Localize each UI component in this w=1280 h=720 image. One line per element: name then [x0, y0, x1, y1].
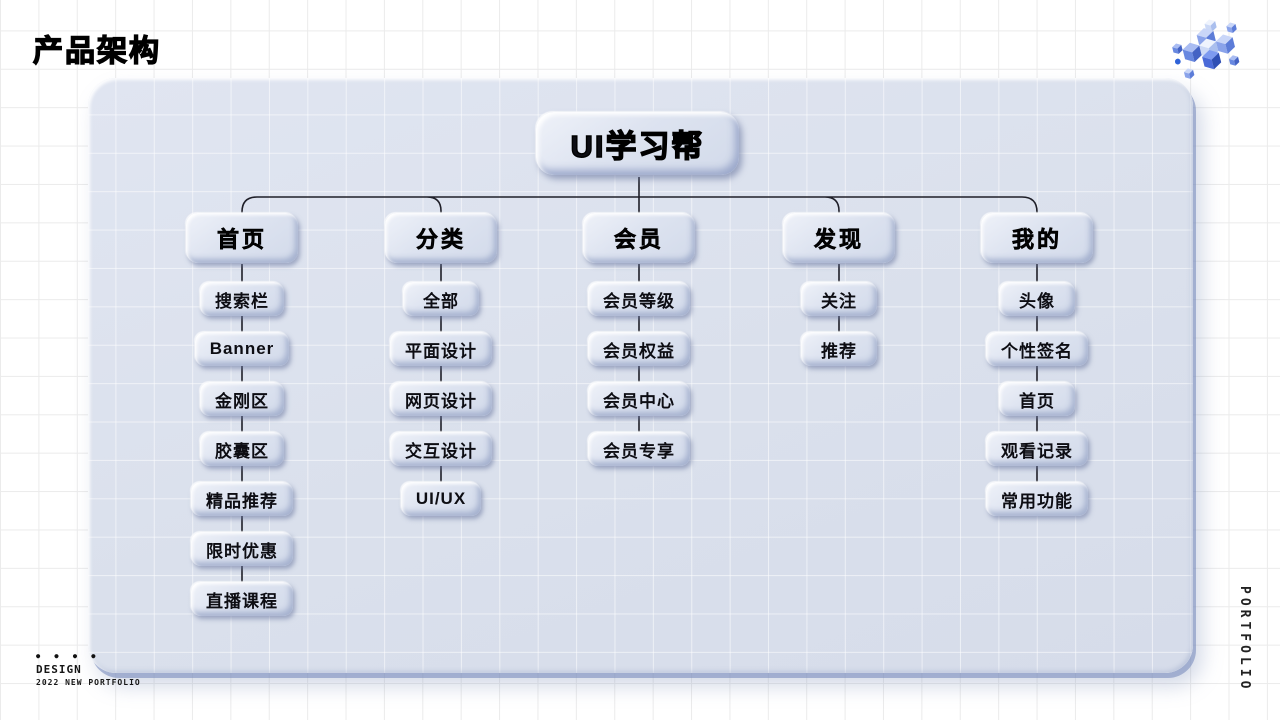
leaf-node: 个性签名 [986, 332, 1088, 366]
leaf-node: 推荐 [801, 332, 877, 366]
branch-children-column: 会员等级会员权益会员中心会员专享 [549, 282, 729, 466]
leaf-node: UI/UX [400, 482, 482, 516]
leaf-node: 胶囊区 [200, 432, 284, 466]
leaf-node: 头像 [999, 282, 1075, 316]
leaf-node: 会员权益 [588, 332, 690, 366]
branch-children-column: 搜索栏 Banner 金刚区胶囊区精品推荐限时优惠直播课程 [152, 282, 332, 616]
branch-children-column: 关注推荐 [749, 282, 929, 366]
leaf-node: 会员中心 [588, 382, 690, 416]
branch-node: 会员 [583, 213, 695, 263]
leaf-node: 交互设计 [390, 432, 492, 466]
footer-brand: ● ● ● ● DESIGN 2022 NEW PORTFOLIO [36, 652, 141, 687]
leaf-node: 搜索栏 [200, 282, 284, 316]
leaf-node: 金刚区 [200, 382, 284, 416]
branch-node: 发现 [783, 213, 895, 263]
leaf-node: 会员专享 [588, 432, 690, 466]
leaf-node: 首页 [999, 382, 1075, 416]
root-node: UI学习帮 [536, 112, 739, 175]
leaf-node: 限时优惠 [191, 532, 293, 566]
branch-node: 分类 [385, 213, 497, 263]
leaf-node: 直播课程 [191, 582, 293, 616]
leaf-node: Banner [194, 332, 290, 366]
branch-node: 我的 [981, 213, 1093, 263]
branch-node: 首页 [186, 213, 298, 263]
pixel-cubes-icon [1172, 19, 1240, 79]
leaf-node: 关注 [801, 282, 877, 316]
leaf-node: 平面设计 [390, 332, 492, 366]
page-title: 产品架构 [32, 34, 161, 68]
leaf-node: 网页设计 [390, 382, 492, 416]
branch-children-column: 头像个性签名首页观看记录常用功能 [947, 282, 1127, 516]
leaf-node: 会员等级 [588, 282, 690, 316]
footer-design-label: DESIGN [36, 663, 82, 676]
leaf-node: 精品推荐 [191, 482, 293, 516]
leaf-node: 常用功能 [986, 482, 1088, 516]
footer-dots-icon: ● ● ● ● [36, 652, 101, 660]
leaf-node: 全部 [403, 282, 479, 316]
side-portfolio-label: PORTFOLIO [1237, 586, 1252, 693]
branch-children-column: 全部平面设计网页设计交互设计 UI/UX [351, 282, 531, 516]
leaf-node: 观看记录 [986, 432, 1088, 466]
footer-portfolio-label: 2022 NEW PORTFOLIO [36, 678, 141, 687]
